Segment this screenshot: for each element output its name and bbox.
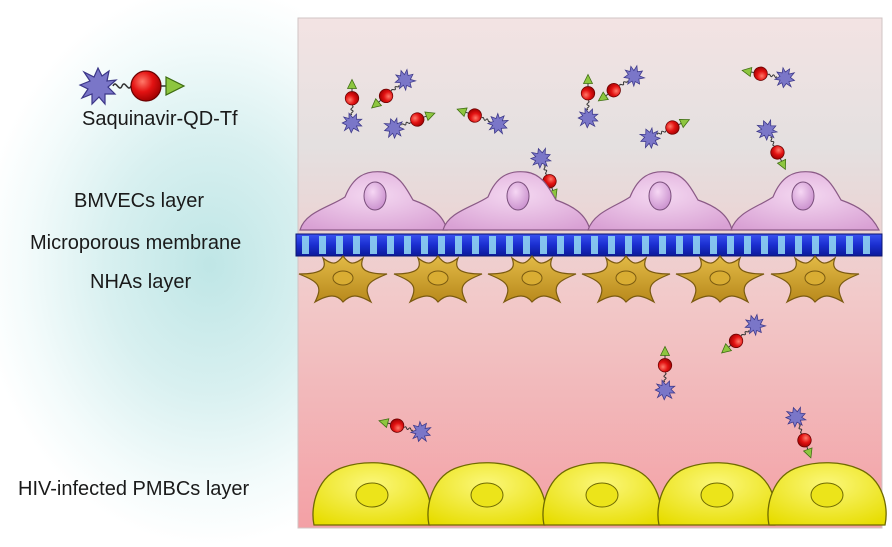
pmbc-cell	[767, 462, 887, 526]
pmbc-cell	[427, 462, 547, 526]
membrane-pore	[710, 236, 717, 254]
membrane-pore	[846, 236, 853, 254]
membrane-pore	[421, 236, 428, 254]
membrane-pore	[693, 236, 700, 254]
bmvec-cell	[299, 171, 448, 231]
nha-cell	[393, 255, 483, 304]
membrane-pore	[591, 236, 598, 254]
membrane-pore	[778, 236, 785, 254]
membrane-pore	[659, 236, 666, 254]
bmvec-layer	[299, 171, 880, 231]
membrane-pore	[829, 236, 836, 254]
membrane-pore	[506, 236, 513, 254]
membrane-pore	[353, 236, 360, 254]
membrane-pore	[319, 236, 326, 254]
bmvec-layer-label: BMVECs layer	[74, 190, 205, 212]
membrane-pore	[404, 236, 411, 254]
membrane-label: Microporous membrane	[30, 232, 242, 254]
membrane-pore	[744, 236, 751, 254]
membrane-pore	[455, 236, 462, 254]
membrane-pore	[557, 236, 564, 254]
nha-cell	[581, 255, 671, 304]
membrane-pore	[795, 236, 802, 254]
microporous-membrane	[295, 233, 883, 257]
membrane-pore	[863, 236, 870, 254]
membrane-pore	[523, 236, 530, 254]
nha-cell	[770, 255, 860, 304]
pmbc-layer	[312, 462, 887, 526]
membrane-pore	[387, 236, 394, 254]
membrane-pore	[336, 236, 343, 254]
bmvec-cell	[730, 171, 880, 231]
membrane-pore	[438, 236, 445, 254]
membrane-pore	[676, 236, 683, 254]
membrane-pore	[370, 236, 377, 254]
membrane-pore	[472, 236, 479, 254]
membrane-pore	[625, 236, 632, 254]
membrane-pore	[489, 236, 496, 254]
conjugate-label: Saquinavir-QD-Tf	[82, 108, 238, 130]
membrane-pore	[642, 236, 649, 254]
nha-cell	[298, 255, 388, 304]
membrane-pore	[727, 236, 734, 254]
membrane-pore	[812, 236, 819, 254]
nha-cell	[675, 255, 765, 304]
pmbc-layer-label: HIV-infected PMBCs layer	[18, 478, 250, 500]
nha-layer-label: NHAs layer	[90, 271, 192, 293]
membrane-pore	[608, 236, 615, 254]
saquinavir-qd-tf-conjugate-icon	[78, 66, 186, 106]
bmvec-cell	[442, 171, 591, 231]
bmvec-cell	[587, 171, 733, 231]
membrane-pore	[540, 236, 547, 254]
nha-layer	[298, 255, 860, 304]
membrane-pore	[302, 236, 309, 254]
nha-cell	[487, 255, 577, 304]
membrane-pore	[574, 236, 581, 254]
membrane-pore	[761, 236, 768, 254]
